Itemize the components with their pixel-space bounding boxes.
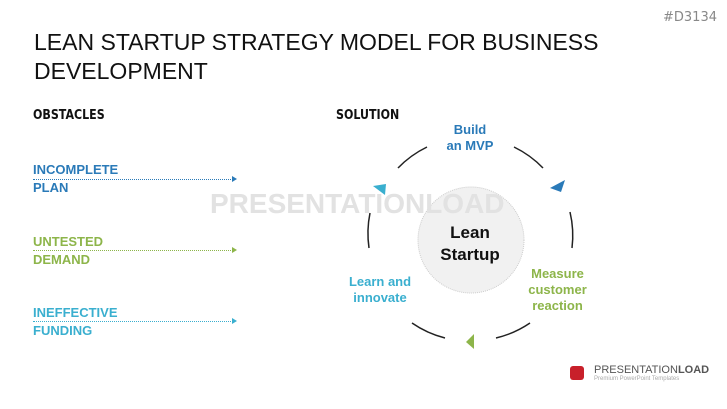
- arrow-measure-to-learn-icon: [466, 334, 474, 349]
- arrow-line: [33, 247, 237, 253]
- arrow-line: [33, 318, 237, 324]
- watermark: PRESENTATIONLOAD: [210, 188, 505, 220]
- cycle-arc: [569, 211, 574, 249]
- solution-heading: SOLUTION: [336, 108, 400, 123]
- arrow-build-to-measure-icon: [550, 180, 565, 192]
- cycle-arc: [367, 212, 371, 249]
- arrow-line: [33, 176, 237, 182]
- logo-icon: [570, 366, 584, 380]
- cycle-arc: [411, 322, 446, 339]
- cycle-arc: [495, 322, 531, 339]
- arrow-learn-to-build-icon: [373, 184, 386, 195]
- obstacles-heading: OBSTACLES: [33, 108, 105, 123]
- center-circle: [417, 186, 525, 294]
- page-title: LEAN STARTUP STRATEGY MODEL FOR BUSINESS…: [34, 29, 599, 84]
- cycle-arc: [397, 146, 428, 169]
- slide-code: #D3134: [663, 10, 717, 25]
- cycle-arc: [513, 146, 544, 169]
- watermark-text: PRESENTATIONLOAD: [210, 188, 505, 219]
